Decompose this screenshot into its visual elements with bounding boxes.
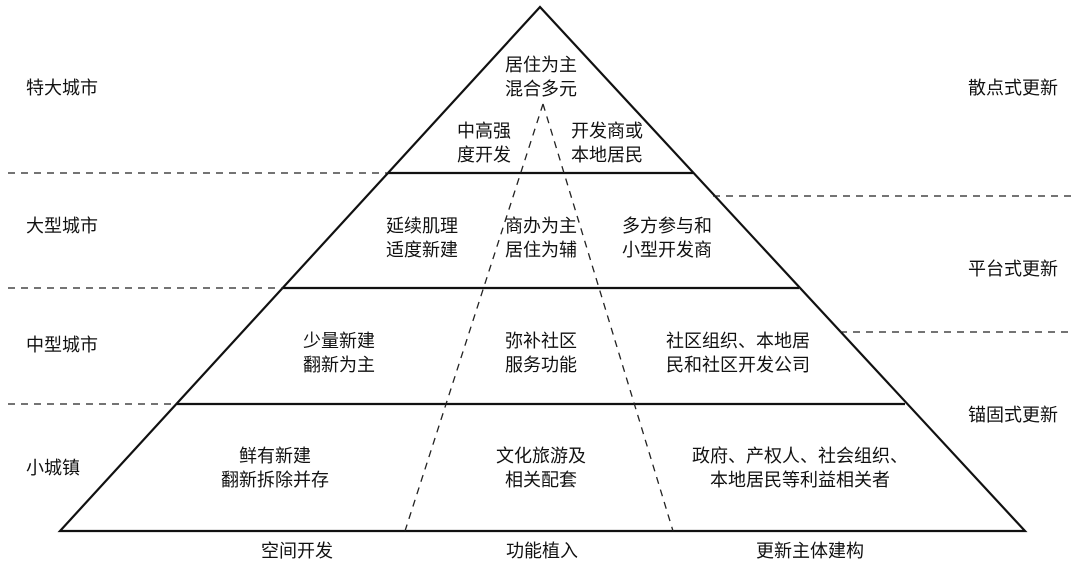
- cell-line: 服务功能: [505, 355, 577, 376]
- cell-line: 鲜有新建: [239, 446, 311, 467]
- cell-line: 翻新拆除并存: [221, 470, 329, 491]
- update-mode-platform: 平台式更新: [968, 259, 1058, 280]
- cell-line: 延续肌理: [386, 216, 458, 237]
- cell-line: 相关配套: [505, 470, 577, 491]
- cell-line: 混合多元: [505, 79, 577, 100]
- update-mode-scattered: 散点式更新: [968, 78, 1058, 99]
- cell-large-city-actors: 多方参与和 小型开发商: [622, 215, 712, 263]
- cell-large-city-function: 商办为主 居住为辅: [505, 215, 577, 263]
- cell-line: 翻新为主: [303, 355, 375, 376]
- cell-medium-city-function: 弥补社区 服务功能: [505, 330, 577, 378]
- column-label-actors: 更新主体建构: [756, 541, 864, 562]
- cell-small-town-spatial: 鲜有新建 翻新拆除并存: [221, 445, 329, 493]
- cell-line: 开发商或: [571, 121, 643, 142]
- cell-line: 中高强: [457, 121, 511, 142]
- cell-line: 少量新建: [303, 331, 375, 352]
- city-level-large-city: 大型城市: [26, 216, 98, 237]
- cell-line: 度开发: [457, 145, 511, 166]
- city-level-megacity: 特大城市: [26, 78, 98, 99]
- cell-line: 政府、产权人、社会组织、: [692, 446, 908, 467]
- cell-large-city-spatial: 延续肌理 适度新建: [386, 215, 458, 263]
- cell-megacity-actors: 开发商或 本地居民: [571, 120, 643, 168]
- inner-dashed-line-right: [542, 103, 674, 532]
- cell-small-town-actors: 政府、产权人、社会组织、 本地居民等利益相关者: [692, 445, 908, 493]
- cell-line: 本地居民等利益相关者: [710, 470, 890, 491]
- inner-dashed-line-left: [404, 103, 544, 532]
- cell-line: 多方参与和: [622, 216, 712, 237]
- cell-line: 商办为主: [505, 216, 577, 237]
- cell-line: 文化旅游及: [496, 446, 586, 467]
- pyramid-outline: [57, 5, 1028, 533]
- update-mode-anchored: 锚固式更新: [968, 405, 1058, 426]
- cell-line: 社区组织、本地居: [666, 331, 810, 352]
- cell-line: 小型开发商: [622, 240, 712, 261]
- cell-line: 居住为辅: [505, 240, 577, 261]
- cell-megacity-spatial: 中高强 度开发: [457, 120, 511, 168]
- city-level-medium-city: 中型城市: [26, 335, 98, 356]
- cell-line: 适度新建: [386, 240, 458, 261]
- cell-medium-city-actors: 社区组织、本地居 民和社区开发公司: [666, 330, 810, 378]
- column-label-spatial: 空间开发: [261, 541, 333, 562]
- city-level-small-town: 小城镇: [26, 458, 80, 479]
- cell-megacity-function: 居住为主 混合多元: [505, 54, 577, 102]
- cell-medium-city-spatial: 少量新建 翻新为主: [303, 330, 375, 378]
- cell-line: 弥补社区: [505, 331, 577, 352]
- cell-line: 本地居民: [571, 145, 643, 166]
- column-label-function: 功能植入: [506, 541, 578, 562]
- cell-line: 居住为主: [505, 55, 577, 76]
- cell-line: 民和社区开发公司: [666, 355, 810, 376]
- cell-small-town-function: 文化旅游及 相关配套: [496, 445, 586, 493]
